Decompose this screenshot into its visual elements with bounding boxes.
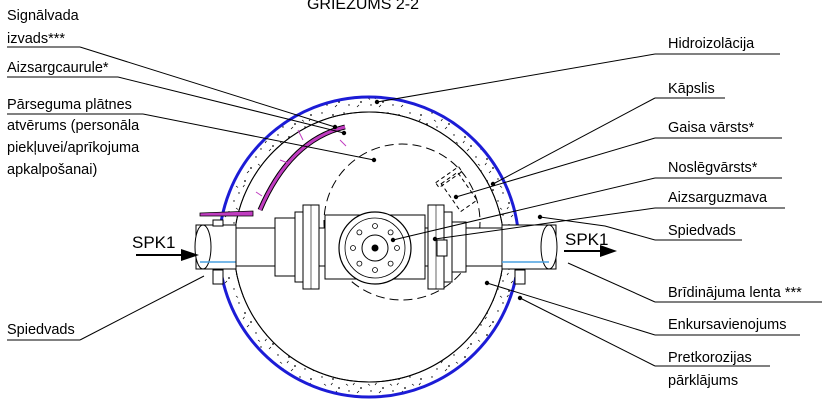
dot-signal (332, 124, 338, 130)
dot-hydroisolation (374, 99, 380, 105)
leader-warning-tape (567, 262, 656, 303)
leader-signal (79, 46, 336, 128)
dot-protective-sleeve (432, 236, 438, 242)
dot-shutoff-valve (390, 237, 396, 243)
leader-pressure-pipe-right (539, 216, 656, 241)
label-shutoff-valve: Noslēgvārsts* (668, 160, 758, 176)
dot-step-iron (490, 181, 496, 187)
dot-pressure-pipe-right (537, 214, 543, 220)
label-slab-opening-4: apkalpošanai) (7, 162, 97, 178)
tee-with-valve-flange (324, 211, 426, 285)
leader-protective-pipe (117, 76, 345, 134)
label-protective-pipe: Aizsargcaurule* (7, 60, 109, 76)
label-anticorrosion-1: Pretkorozijas (668, 350, 752, 366)
label-step-iron: Kāpslis (668, 81, 715, 97)
label-signal-line: Signālvada (7, 8, 80, 24)
leader-step-iron (492, 97, 656, 185)
leader-slab-opening (142, 113, 375, 161)
leader-anchor-joint (486, 282, 656, 336)
dot-anchor-joint (484, 280, 490, 286)
label-slab-opening-2: atvērums (personāla (7, 118, 140, 134)
label-pressure-pipe-right: Spiedvads (668, 223, 736, 239)
label-signal-outlet: izvads*** (7, 31, 65, 47)
leader-shutoff-valve (392, 177, 656, 241)
label-anchor-joint: Enkursavienojums (668, 317, 786, 333)
diagram-title: GRIEZUMS 2-2 (307, 0, 419, 13)
flow-label-left: SPK1 (132, 233, 175, 252)
dot-anticorrosion (517, 295, 523, 301)
cover-opening-dashed (323, 143, 481, 301)
dot-slab-opening (371, 157, 377, 163)
label-protective-sleeve: Aizsarguzmava (668, 190, 768, 206)
label-slab-opening-3: piekļuvei/aprīkojuma (7, 140, 140, 156)
flow-label-right: SPK1 (565, 230, 608, 249)
left-flange-assembly (274, 204, 320, 290)
label-pressure-pipe-left: Spiedvads (7, 322, 75, 338)
label-slab-opening-1: Pārseguma plātnes (7, 97, 132, 113)
flow-arrow-right (564, 245, 617, 257)
label-air-valve: Gaisa vārsts* (668, 120, 755, 136)
label-anticorrosion-2: pārklājums (668, 373, 738, 389)
dot-protective-pipe (341, 130, 347, 136)
leader-hydroisolation (376, 53, 656, 103)
leader-protective-sleeve (434, 207, 656, 240)
label-hydroisolation: Hidroizolācija (668, 36, 755, 52)
dot-air-valve (453, 194, 459, 200)
leader-air-valve (455, 137, 656, 198)
leader-anticorrosion (519, 297, 656, 367)
right-flange-assembly (427, 204, 467, 290)
label-warning-tape: Brīdinājuma lenta *** (668, 285, 802, 301)
flow-arrow-left (136, 249, 199, 261)
flange-bolts (350, 223, 400, 273)
leader-pressure-pipe-left (79, 275, 205, 341)
